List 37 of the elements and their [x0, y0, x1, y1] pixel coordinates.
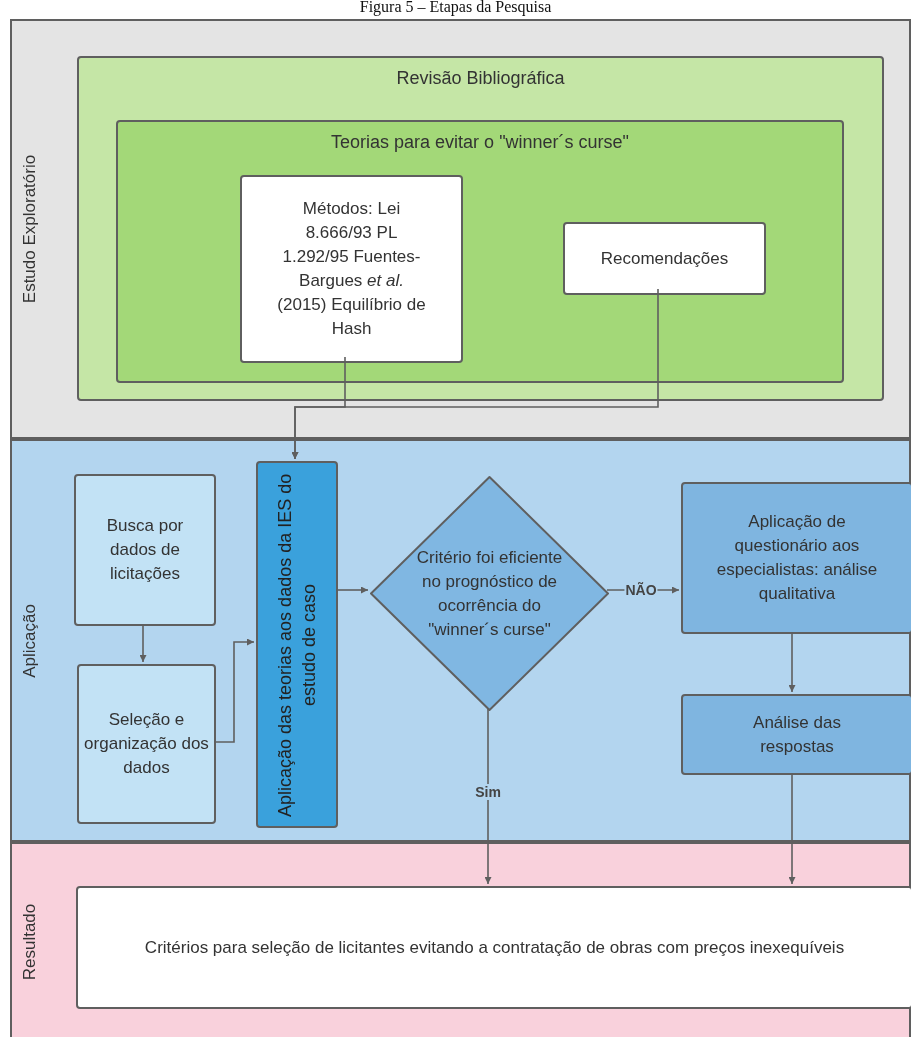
process-box [681, 694, 911, 775]
arrow [291, 288, 659, 460]
group-heading: Teorias para evitar o "winner´s curse" [330, 132, 630, 153]
lane-label: Estudo Exploratório [20, 154, 40, 304]
arrow [484, 708, 492, 885]
lane-label: Aplicação [20, 603, 40, 678]
swimlane [10, 842, 911, 1037]
arrow [139, 623, 147, 663]
edge-label: Sim [474, 784, 502, 800]
group-box [116, 120, 844, 383]
group-heading: Revisão Bibliográfica [395, 68, 566, 89]
box-text: Análise das respostas [752, 711, 842, 758]
process-box [77, 664, 216, 824]
process-box [76, 886, 911, 1009]
process-box [681, 482, 911, 634]
arrow [335, 586, 369, 594]
process-box [256, 461, 338, 828]
box-text: Aplicação de questionário aos especialistas: análise qualitativa [715, 511, 879, 605]
group-box [77, 56, 884, 401]
box-text: Seleção e organização dos dados [83, 709, 210, 779]
figure-title: Figura 5 – Etapas da Pesquisa [358, 0, 553, 16]
process-box [563, 222, 766, 295]
lane-label: Resultado [20, 903, 40, 980]
arrow [788, 772, 796, 885]
box-text: Aplicação das teorias aos dados da IES do estudo de caso [274, 471, 320, 819]
swimlane [10, 439, 911, 842]
swimlane [10, 19, 911, 439]
box-text: Busca por dados de licitações [105, 515, 185, 585]
edge-label: NÃO [624, 582, 658, 598]
process-box [240, 175, 463, 363]
box-text: Métodos: Lei 8.666/93 PL 1.292/95 Fuentes-Bargues et al. (2015) Equilíbrio de Hash [276, 198, 427, 340]
process-box [74, 474, 216, 626]
box-text: Critérios para seleção de licitantes evitando a contratação de obras com preços inexequíveis [143, 936, 846, 959]
arrow [213, 638, 255, 743]
arrow [788, 631, 796, 693]
decision-text: Critério foi eficiente no prognóstico de ocorrência do "winner´s curse" [415, 546, 564, 641]
box-text: Recomendações [599, 247, 730, 270]
